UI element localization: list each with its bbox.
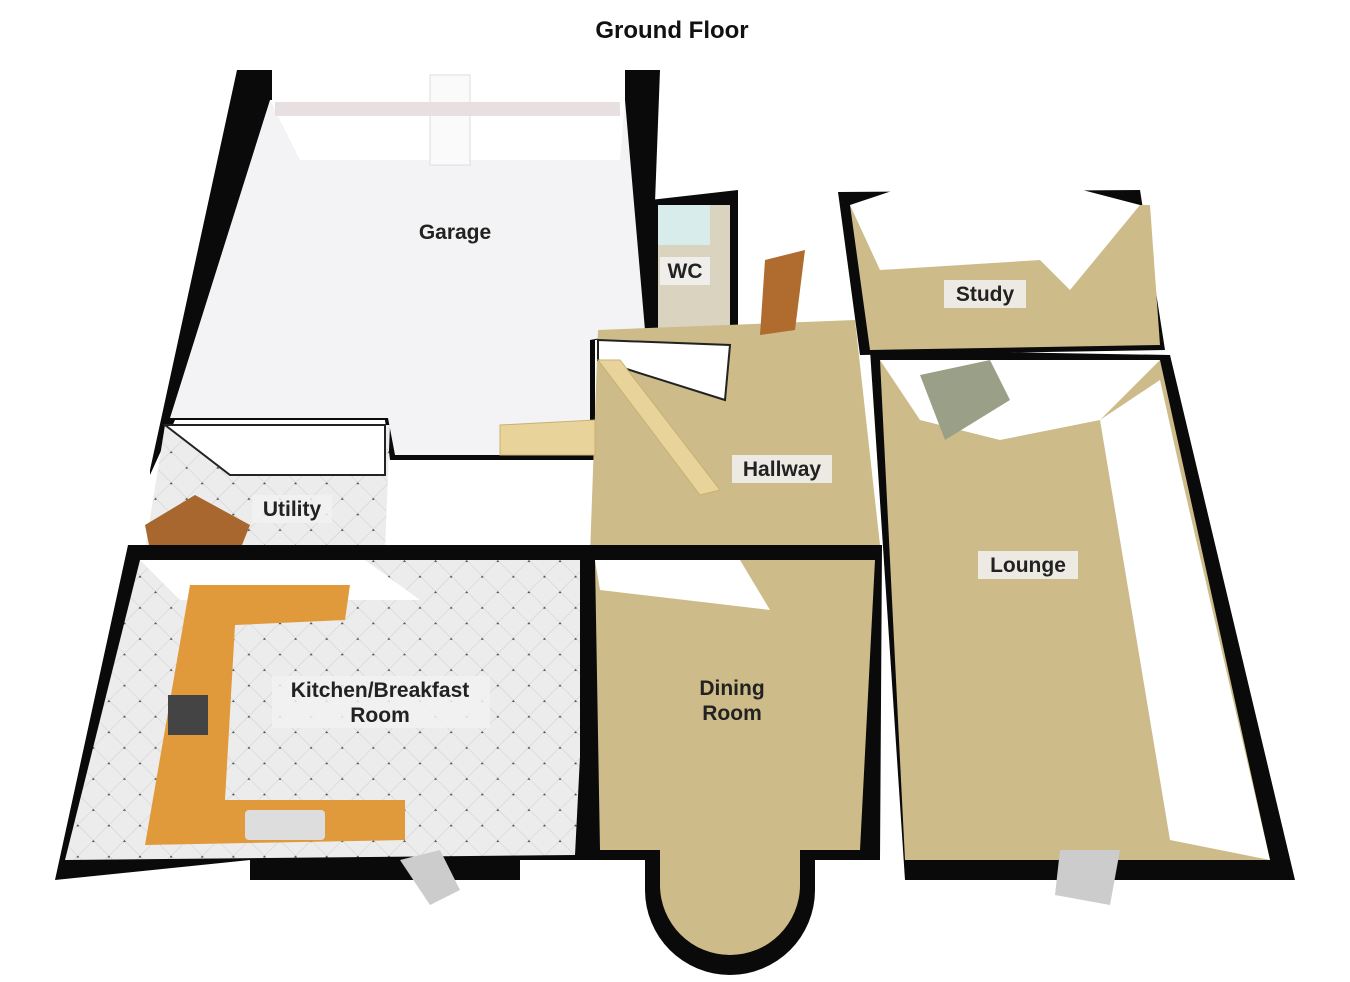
label-hallway: Hallway [743,458,822,481]
hob [168,695,208,735]
room-labels: Garage WC Study Hallway Utility Lounge K… [252,218,1078,728]
label-garage: Garage [419,221,491,244]
kitchen-worktop [145,585,405,845]
label-kitchen-line1: Kitchen/Breakfast [291,679,470,702]
front-door[interactable] [760,250,805,335]
label-utility: Utility [263,498,322,521]
room-hallway [499,250,880,555]
sink [245,810,325,840]
utility-door[interactable] [145,495,250,550]
label-wc: WC [668,260,703,283]
kitchen-window [400,850,460,905]
room-garage [150,70,660,475]
label-dining-line1: Dining [699,677,764,700]
room-study [838,175,1165,355]
lounge-window [1055,850,1120,905]
room-lounge [870,350,1295,905]
staircase [499,359,721,496]
room-utility [145,424,390,550]
plan-title: Ground Floor [595,17,748,44]
label-study: Study [956,283,1015,306]
label-dining-line2: Room [702,702,762,725]
room-dining [580,545,882,975]
chimney-breast [920,360,1010,440]
label-lounge: Lounge [990,554,1066,577]
label-kitchen-line2: Room [350,704,410,727]
